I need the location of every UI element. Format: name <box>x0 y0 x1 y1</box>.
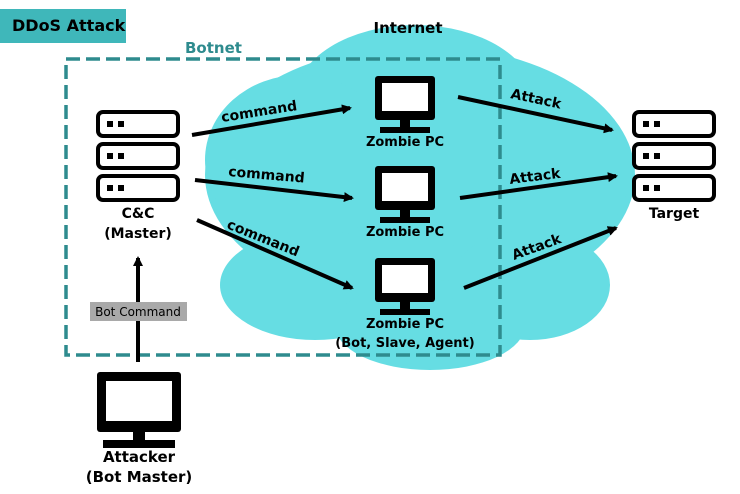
title-badge: DDoS Attack <box>0 9 126 43</box>
cnc-sublabel: (Master) <box>104 226 172 242</box>
target-label: Target <box>649 206 700 222</box>
zombie-label: Zombie PC <box>366 135 444 150</box>
bot-command-badge <box>90 302 187 321</box>
internet-label: Internet <box>373 19 442 37</box>
attacker-sublabel: (Bot Master) <box>86 468 193 486</box>
target-server-icon <box>632 110 716 202</box>
zombie-label: Zombie PC <box>366 225 444 240</box>
command-arrow <box>196 218 354 290</box>
attacker-label: Attacker <box>103 448 176 466</box>
command-arrow <box>191 104 352 137</box>
attack-arrow <box>459 172 618 200</box>
attack-label: Attack <box>509 166 563 188</box>
cnc-label: C&C <box>122 206 155 222</box>
command-label: command <box>228 164 306 187</box>
cnc-server-icon <box>96 110 180 202</box>
zombie-label: Zombie PC <box>366 317 444 332</box>
title-text: DDoS Attack <box>12 16 126 35</box>
botnet-border <box>64 57 502 357</box>
zombie-sublabel: (Bot, Slave, Agent) <box>335 336 474 351</box>
attack-arrow <box>463 226 618 290</box>
bot-command-label: Bot Command <box>95 305 181 319</box>
attacker-pc-icon <box>97 372 181 448</box>
botnet-label: Botnet <box>185 39 242 57</box>
attack-arrow <box>457 95 614 134</box>
command-arrow <box>194 178 354 203</box>
